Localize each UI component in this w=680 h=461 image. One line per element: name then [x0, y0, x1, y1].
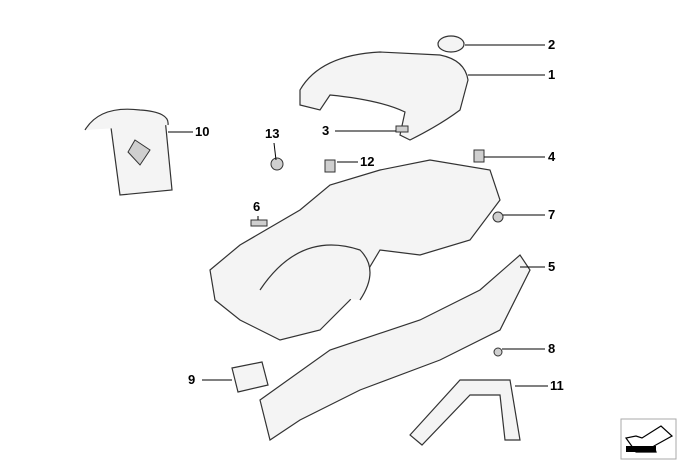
- nut-7-part: [492, 211, 504, 223]
- callout-13[interactable]: 13: [265, 126, 280, 141]
- seat-cowl-part: [299, 51, 469, 141]
- wheel-arch: [259, 244, 371, 301]
- callout-4[interactable]: 4: [548, 149, 556, 164]
- trim-part: [231, 361, 269, 393]
- arrow-down-left-icon[interactable]: [620, 418, 677, 460]
- grommet-part: [437, 35, 465, 53]
- callout-2[interactable]: 2: [548, 37, 556, 52]
- callout-8[interactable]: 8: [548, 341, 556, 356]
- screw-8-part: [493, 347, 503, 357]
- callout-9[interactable]: 9: [188, 372, 196, 387]
- pad-6-part: [250, 219, 268, 227]
- callout-3[interactable]: 3: [322, 123, 330, 138]
- screw-part: [395, 125, 409, 133]
- callout-10[interactable]: 10: [195, 124, 210, 139]
- side-panel-part: [259, 254, 531, 441]
- screw-13-part: [270, 157, 284, 171]
- callout-5[interactable]: 5: [548, 259, 556, 274]
- callout-1[interactable]: 1: [548, 67, 556, 82]
- callout-7[interactable]: 7: [548, 207, 556, 222]
- clip-4-part: [473, 149, 485, 163]
- bag-strap: [84, 108, 169, 131]
- callout-11[interactable]: 11: [550, 378, 564, 393]
- callout-12[interactable]: 12: [360, 154, 375, 169]
- clip-12-part: [324, 159, 336, 173]
- leader-lines: [168, 44, 548, 387]
- bag-emblem: [127, 139, 151, 166]
- callout-6[interactable]: 6: [253, 199, 261, 214]
- strip-part: [409, 379, 521, 446]
